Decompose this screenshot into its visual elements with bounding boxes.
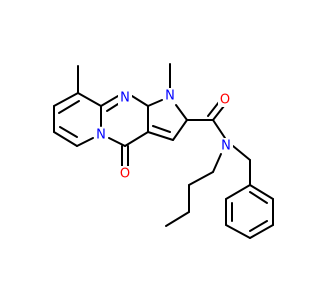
bond xyxy=(249,220,268,232)
label-background xyxy=(219,138,233,153)
bond xyxy=(147,99,163,107)
atom-label-n-amide: N xyxy=(221,139,231,154)
bond xyxy=(212,105,225,121)
bond xyxy=(207,101,220,117)
bond xyxy=(165,211,190,227)
bond xyxy=(175,104,188,121)
atom-label-n-pyrrole: N xyxy=(165,89,175,104)
atom-label-o-amide: O xyxy=(220,93,230,108)
bond xyxy=(249,184,274,200)
bond xyxy=(188,171,214,186)
bond xyxy=(172,119,188,141)
bond xyxy=(53,92,79,107)
bond xyxy=(124,131,149,147)
atom-label-n-bridge: N xyxy=(96,128,106,143)
bond xyxy=(131,95,149,107)
bond xyxy=(249,224,274,239)
bond xyxy=(212,153,222,173)
bond xyxy=(76,137,94,147)
label-background xyxy=(218,92,232,107)
bond xyxy=(108,137,126,147)
bond xyxy=(225,224,251,239)
atom-label-o-ketone: O xyxy=(120,167,130,182)
bond xyxy=(249,191,268,204)
bond xyxy=(100,95,119,107)
bond xyxy=(225,184,251,200)
bonds-layer xyxy=(53,63,274,239)
atom-label-n-ring-top: N xyxy=(120,91,130,106)
label-background xyxy=(118,90,132,105)
label-background xyxy=(163,88,177,103)
bond xyxy=(59,126,78,138)
bond xyxy=(147,131,174,141)
bond xyxy=(152,125,171,133)
bond xyxy=(77,92,102,107)
label-background xyxy=(118,166,132,181)
bond xyxy=(58,100,80,114)
molecule-structure-drawing: N N N N O O xyxy=(53,63,274,239)
label-background xyxy=(94,127,108,142)
bond xyxy=(106,103,119,112)
bond xyxy=(53,131,78,147)
bond xyxy=(212,119,226,139)
atom-labels-layer: N N N N O O xyxy=(94,88,233,182)
bond xyxy=(232,145,251,161)
